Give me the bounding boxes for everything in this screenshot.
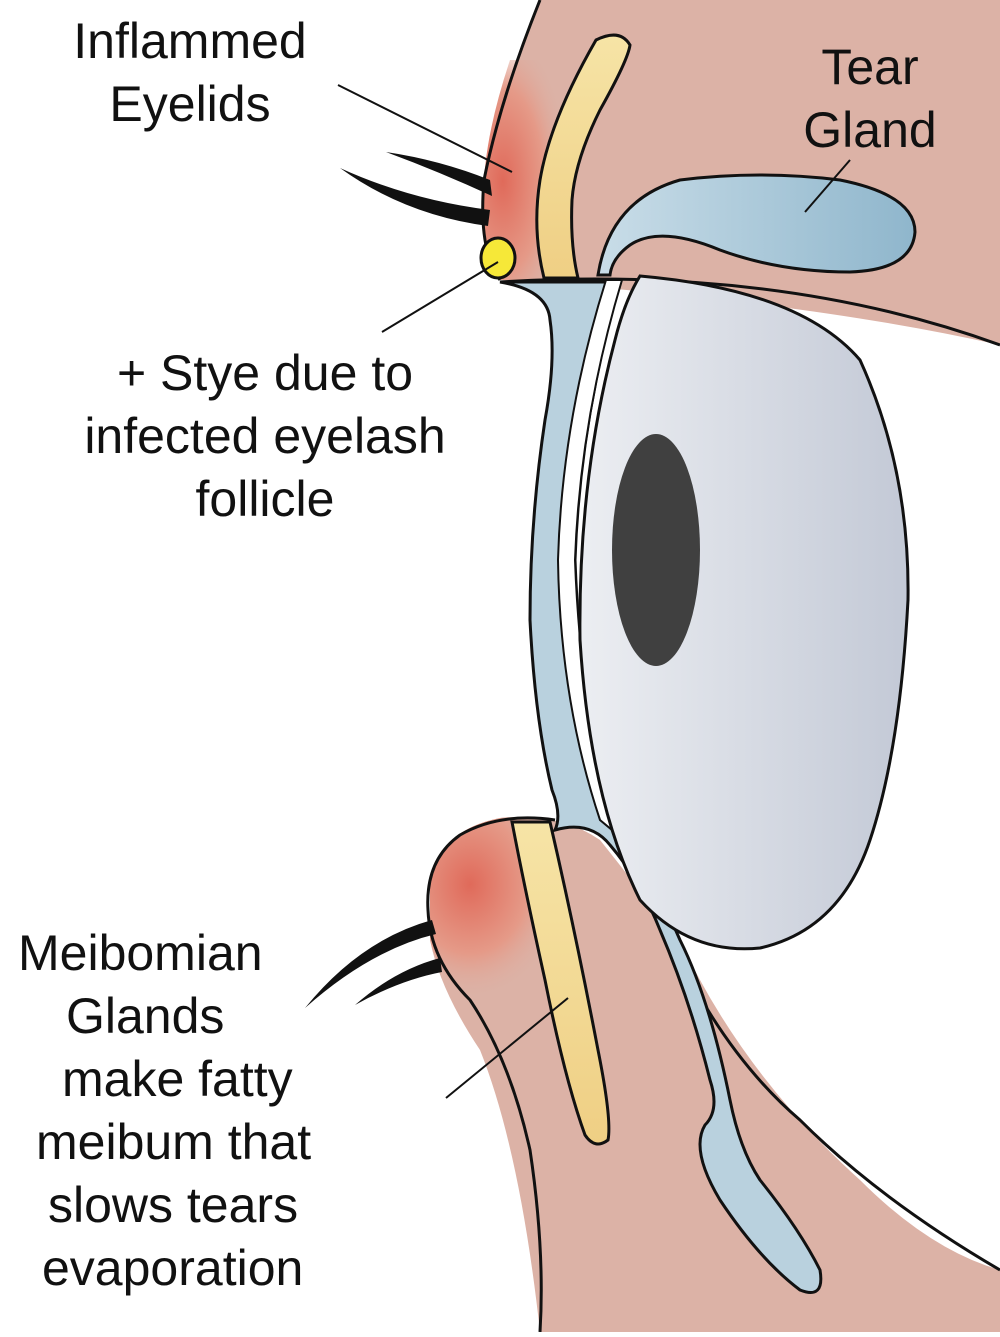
label-inflamed-eyelids: Inflammed Eyelids: [40, 10, 340, 136]
pupil: [612, 434, 700, 666]
label-meibomian-line1: Meibomian: [18, 925, 263, 981]
upper-eyelashes: [340, 152, 492, 226]
lower-meibomian-gland: [510, 820, 611, 1146]
upper-meibomian-gland: [535, 33, 632, 280]
label-tear-gland: Tear Gland: [770, 36, 970, 162]
pointer-tear-gland: [804, 159, 851, 213]
label-meibomian-line6: evaporation: [42, 1240, 304, 1296]
annotation-lines: [337, 84, 851, 1099]
label-meibomian-glands: Meibomian Glands make fatty meibum that …: [0, 922, 360, 1300]
label-stye: + Stye due to infected eyelash follicle: [40, 342, 490, 531]
lower-eyelashes: [305, 920, 442, 1008]
pointer-inflamed-eyelids: [337, 84, 513, 173]
label-stye-line3: follicle: [195, 471, 335, 527]
pointer-meibomian-glands: [445, 997, 569, 1099]
label-meibomian-line4: meibum that: [36, 1114, 312, 1170]
label-stye-line2: infected eyelash: [84, 408, 446, 464]
label-tear-gland-line1: Tear: [821, 39, 919, 95]
label-inflamed-eyelids-line1: Inflammed: [73, 13, 307, 69]
lower-eyelid-outline: [426, 816, 556, 1333]
tear-gland: [596, 173, 917, 277]
stye-bump: [479, 236, 517, 280]
label-meibomian-line3: make fatty: [62, 1051, 293, 1107]
label-inflamed-eyelids-line2: Eyelids: [109, 76, 271, 132]
label-tear-gland-line2: Gland: [803, 102, 937, 158]
label-stye-line1: + Stye due to: [116, 345, 414, 401]
label-meibomian-line2: Glands: [66, 988, 225, 1044]
cornea-highlight: [556, 279, 624, 833]
pointer-stye: [381, 261, 499, 333]
lower-eyelid-outer-outline: [678, 959, 1000, 1272]
label-meibomian-line5: slows tears: [48, 1177, 299, 1233]
